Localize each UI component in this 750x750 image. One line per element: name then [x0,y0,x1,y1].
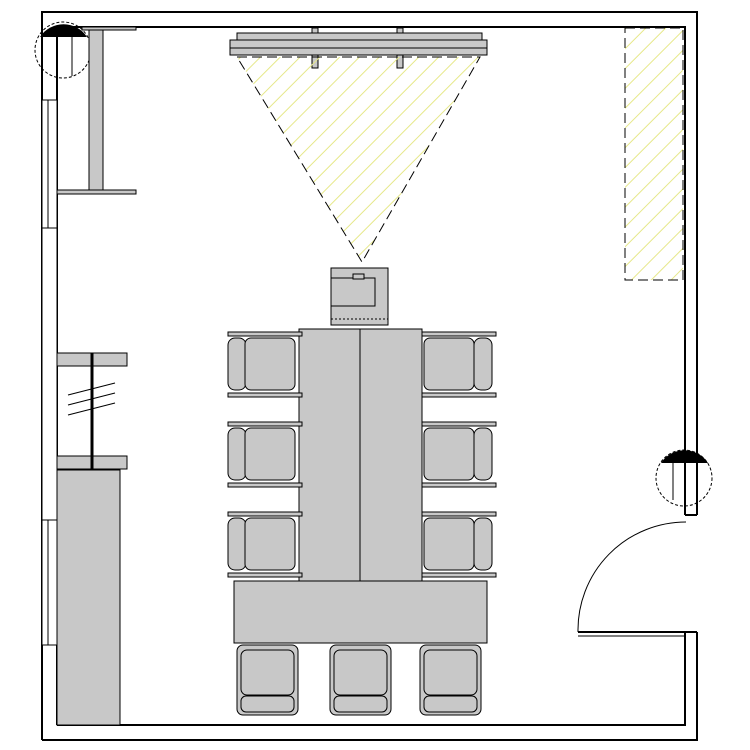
door[interactable] [577,521,687,633]
chair-end [329,644,392,716]
cabinet [56,469,121,726]
side-counter [56,352,128,726]
chair-side [227,331,303,398]
chair-side [421,421,497,488]
chairs [227,331,497,716]
chair-end [236,644,299,716]
corner-fixture-right [655,449,713,507]
chair-side [227,511,303,578]
projection-cone [236,56,481,263]
projector [330,267,389,326]
clearance-zone [624,27,684,281]
chair-end [419,644,482,716]
conference-table [233,328,488,644]
window-left [41,99,58,646]
chair-side [421,511,497,578]
chair-side [227,421,303,488]
chair-side [421,331,497,398]
corner-fixture-top-left [34,21,92,100]
wall-shelf [56,26,137,195]
